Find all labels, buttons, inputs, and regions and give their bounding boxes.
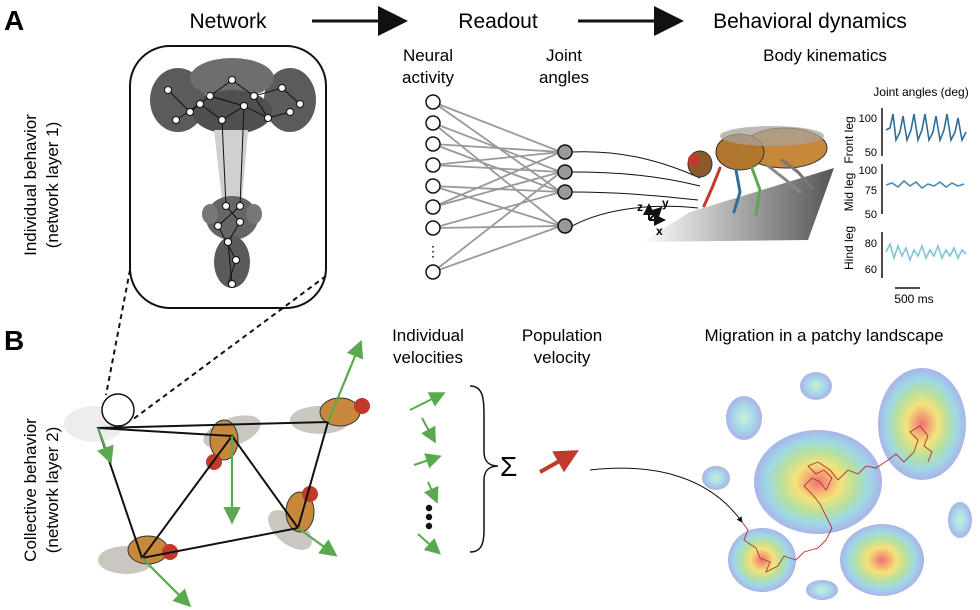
traces-title: Joint angles (deg) — [873, 85, 968, 99]
patchy-landscape — [702, 368, 972, 600]
fly — [268, 486, 318, 550]
front-tick: 50 — [865, 147, 877, 159]
axis-y-label: y — [662, 196, 669, 210]
population-velocity-label-1: Population — [522, 326, 602, 345]
hind-leg-trace — [885, 241, 967, 263]
readout-edges — [432, 101, 562, 273]
joint-nodes — [557, 144, 573, 234]
summation-brace — [469, 385, 499, 553]
individual-velocities-label-2: velocities — [393, 348, 463, 367]
front-leg-label: Front leg — [842, 116, 856, 163]
hind-tick: 60 — [865, 264, 877, 276]
mid-tick: 100 — [859, 165, 877, 177]
joint-to-body-curves — [571, 151, 701, 227]
panel-a-letter: A — [4, 5, 24, 36]
header-network: Network — [189, 10, 267, 33]
neuron-ellipsis: ⋮ — [426, 243, 440, 259]
joint-angle-traces — [885, 113, 967, 263]
row-label-b: Collective behavior (network layer 2) — [21, 418, 62, 562]
migration-title: Migration in a patchy landscape — [704, 326, 943, 345]
brain-network-nodes — [164, 76, 304, 288]
xyz-axes — [643, 203, 666, 226]
fly — [98, 535, 178, 574]
front-leg-trace — [885, 113, 967, 144]
hind-tick: 80 — [865, 238, 877, 250]
joint-angles-label-2: angles — [539, 68, 589, 87]
row-label-a-line1: Individual behavior — [21, 114, 40, 256]
fly — [203, 415, 261, 470]
joint-node — [557, 184, 573, 200]
individual-velocities-label-1: Individual — [392, 326, 464, 345]
readout-network: ⋮ — [425, 94, 701, 280]
neural-activity-label-1: Neural — [403, 46, 453, 65]
hind-leg-label: Hind leg — [842, 226, 856, 270]
neuron-nodes — [425, 94, 441, 280]
velocity-list — [409, 392, 446, 555]
neuron-node — [425, 157, 441, 173]
fly-body-kinematics — [642, 126, 834, 242]
trajectory-link — [589, 467, 743, 523]
mid-leg-trace — [885, 179, 965, 190]
row-label-b-line2: (network layer 2) — [43, 427, 62, 554]
population-velocity-label-2: velocity — [534, 348, 591, 367]
joint-node — [557, 164, 573, 180]
network-brain-box — [129, 45, 327, 309]
mid-tick: 50 — [865, 209, 877, 221]
front-tick: 100 — [859, 113, 877, 125]
fly-group — [64, 339, 370, 608]
body-kinematics-label: Body kinematics — [763, 46, 887, 65]
floor-plane — [642, 168, 834, 242]
row-label-b-line1: Collective behavior — [21, 418, 40, 562]
trace-tick-labels: 100 50 100 75 50 80 60 — [859, 113, 877, 276]
axis-x-label: x — [656, 224, 663, 238]
joint-angles-label-1: Joint — [546, 46, 582, 65]
zoom-circle — [101, 393, 135, 427]
zoom-lines — [105, 269, 327, 421]
population-velocity-arrow — [539, 450, 579, 474]
trace-axes — [881, 108, 920, 289]
panel-b-letter: B — [4, 325, 24, 356]
header-readout: Readout — [458, 10, 538, 33]
migration-trajectory — [741, 425, 933, 573]
neuron-node — [425, 264, 441, 280]
individual-velocity-arrows — [96, 339, 364, 608]
row-label-a: Individual behavior (network layer 1) — [21, 114, 62, 256]
mid-tick: 75 — [865, 185, 877, 197]
header-behavioral-dynamics: Behavioral dynamics — [713, 10, 907, 33]
velocity-dots — [425, 504, 433, 530]
neuron-node — [425, 136, 441, 152]
scale-bar-label: 500 ms — [894, 292, 933, 306]
neuron-node — [425, 115, 441, 131]
mid-leg-label: Mid leg — [842, 173, 856, 212]
neuron-node — [425, 220, 441, 236]
neuron-node — [425, 178, 441, 194]
neuron-node — [425, 94, 441, 110]
row-label-a-line2: (network layer 1) — [43, 122, 62, 249]
sum-symbol: Σ — [500, 451, 517, 482]
joint-node — [557, 218, 573, 234]
neural-activity-label-2: activity — [402, 68, 454, 87]
joint-node — [557, 144, 573, 160]
axis-z-label: z — [637, 200, 643, 214]
neuron-node — [425, 199, 441, 215]
